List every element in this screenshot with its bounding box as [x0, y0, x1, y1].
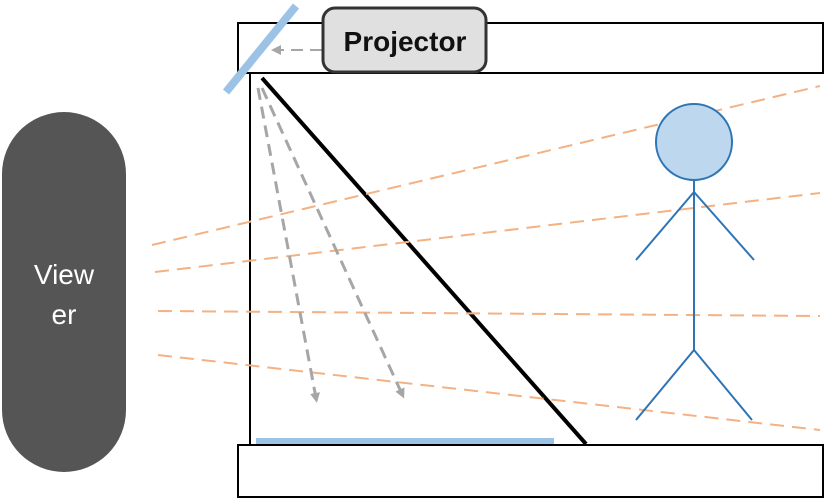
- projection-arrow-down-2: [260, 87, 405, 399]
- projector-label: Projector: [344, 26, 467, 57]
- display-surface: [256, 438, 554, 444]
- stick-figure: [635, 103, 755, 421]
- projection-arrows: [256, 45, 405, 403]
- projection-arrow-down-1: [256, 87, 320, 403]
- sight-ray-4: [157, 354, 821, 431]
- bottom-plate: [237, 444, 824, 498]
- projector-box: [321, 6, 488, 74]
- figure-left-arm: [635, 191, 695, 261]
- viewer-capsule: [2, 112, 126, 472]
- viewer: View er: [2, 112, 126, 472]
- figure-right-leg: [693, 349, 753, 421]
- sight-ray-3: [157, 310, 821, 317]
- reflective-glass: [260, 76, 588, 446]
- viewer-label-line2: er: [52, 299, 77, 330]
- sight-ray-2: [154, 192, 821, 273]
- figure-right-arm: [693, 191, 755, 261]
- mirror: [222, 3, 300, 95]
- figure-left-leg: [635, 349, 695, 421]
- projector: Projector: [321, 6, 488, 74]
- figure-head: [655, 103, 733, 181]
- viewer-label-line1: View: [34, 259, 95, 290]
